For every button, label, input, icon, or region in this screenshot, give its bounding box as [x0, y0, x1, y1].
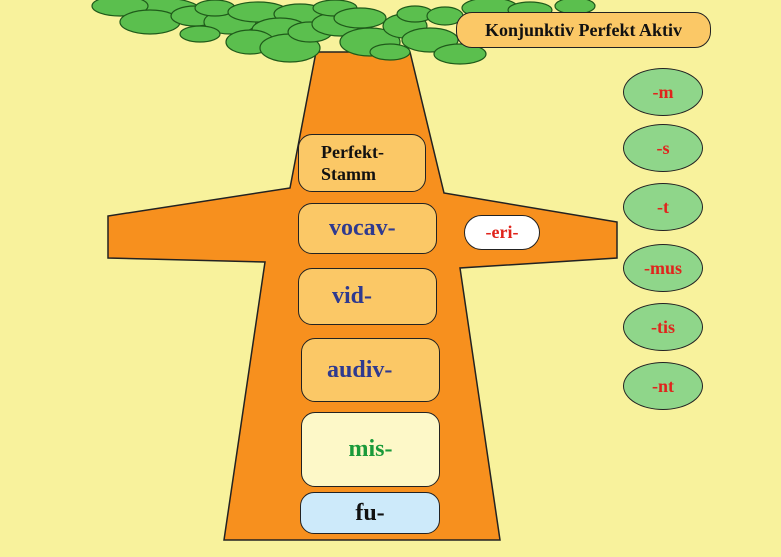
stem-fu: fu-	[300, 492, 440, 534]
stem-vid: vid-	[298, 268, 437, 325]
stem-label: vid-	[332, 283, 373, 309]
stem-label: mis-	[348, 436, 393, 462]
perfect-stem-header: Perfekt- Stamm	[298, 134, 426, 192]
stem-audiv: audiv-	[301, 338, 440, 402]
stem-label: fu-	[355, 499, 385, 526]
ending-tis: -tis	[623, 303, 703, 351]
ending-mus: -mus	[623, 244, 703, 292]
ending-s: -s	[623, 124, 703, 172]
ending-nt: -nt	[623, 362, 703, 410]
ending-t: -t	[623, 183, 703, 231]
stem-vocav: vocav-	[298, 203, 437, 254]
title-label: Konjunktiv Perfekt Aktiv	[456, 12, 711, 48]
infix-eri: -eri-	[464, 215, 540, 250]
tree-canopy	[91, 0, 596, 65]
stem-header-line-2: Stamm	[321, 164, 376, 184]
stem-label: audiv-	[327, 356, 393, 383]
ending-m: -m	[623, 68, 703, 116]
stem-mis: mis-	[301, 412, 440, 487]
stem-header-line-1: Perfekt-	[321, 142, 384, 162]
stem-label: vocav-	[329, 215, 396, 241]
